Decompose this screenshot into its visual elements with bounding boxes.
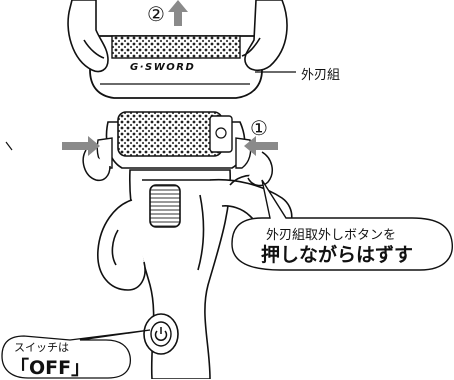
- switch-state: 「OFF」: [10, 357, 91, 379]
- motion-mark: [5, 141, 13, 151]
- outer-blade-frame: [89, 35, 296, 99]
- upper-hands: [67, 0, 288, 73]
- release-callout-bubble: [231, 179, 453, 271]
- up-arrow-icon: [168, 0, 188, 26]
- step-one-label: ①: [250, 116, 268, 140]
- switch-note: スイッチは: [14, 341, 69, 354]
- right-arrow-icon: [62, 136, 100, 156]
- power-switch: [143, 313, 179, 355]
- switch-callout-bubble: [1, 329, 151, 379]
- outer-blade-set-label: 外刃組: [301, 68, 341, 83]
- brand-logo: G·SWORD: [130, 62, 196, 73]
- release-button-action: 押しながらはずす: [261, 244, 414, 266]
- power-icon: [154, 327, 168, 342]
- inner-blade-unit: [96, 111, 252, 169]
- left-arrow-icon: [244, 136, 278, 156]
- side-fingers: [82, 149, 274, 187]
- step-two-label: ②: [147, 2, 165, 26]
- release-button-note: 外刃組取外しボタンを: [266, 228, 397, 243]
